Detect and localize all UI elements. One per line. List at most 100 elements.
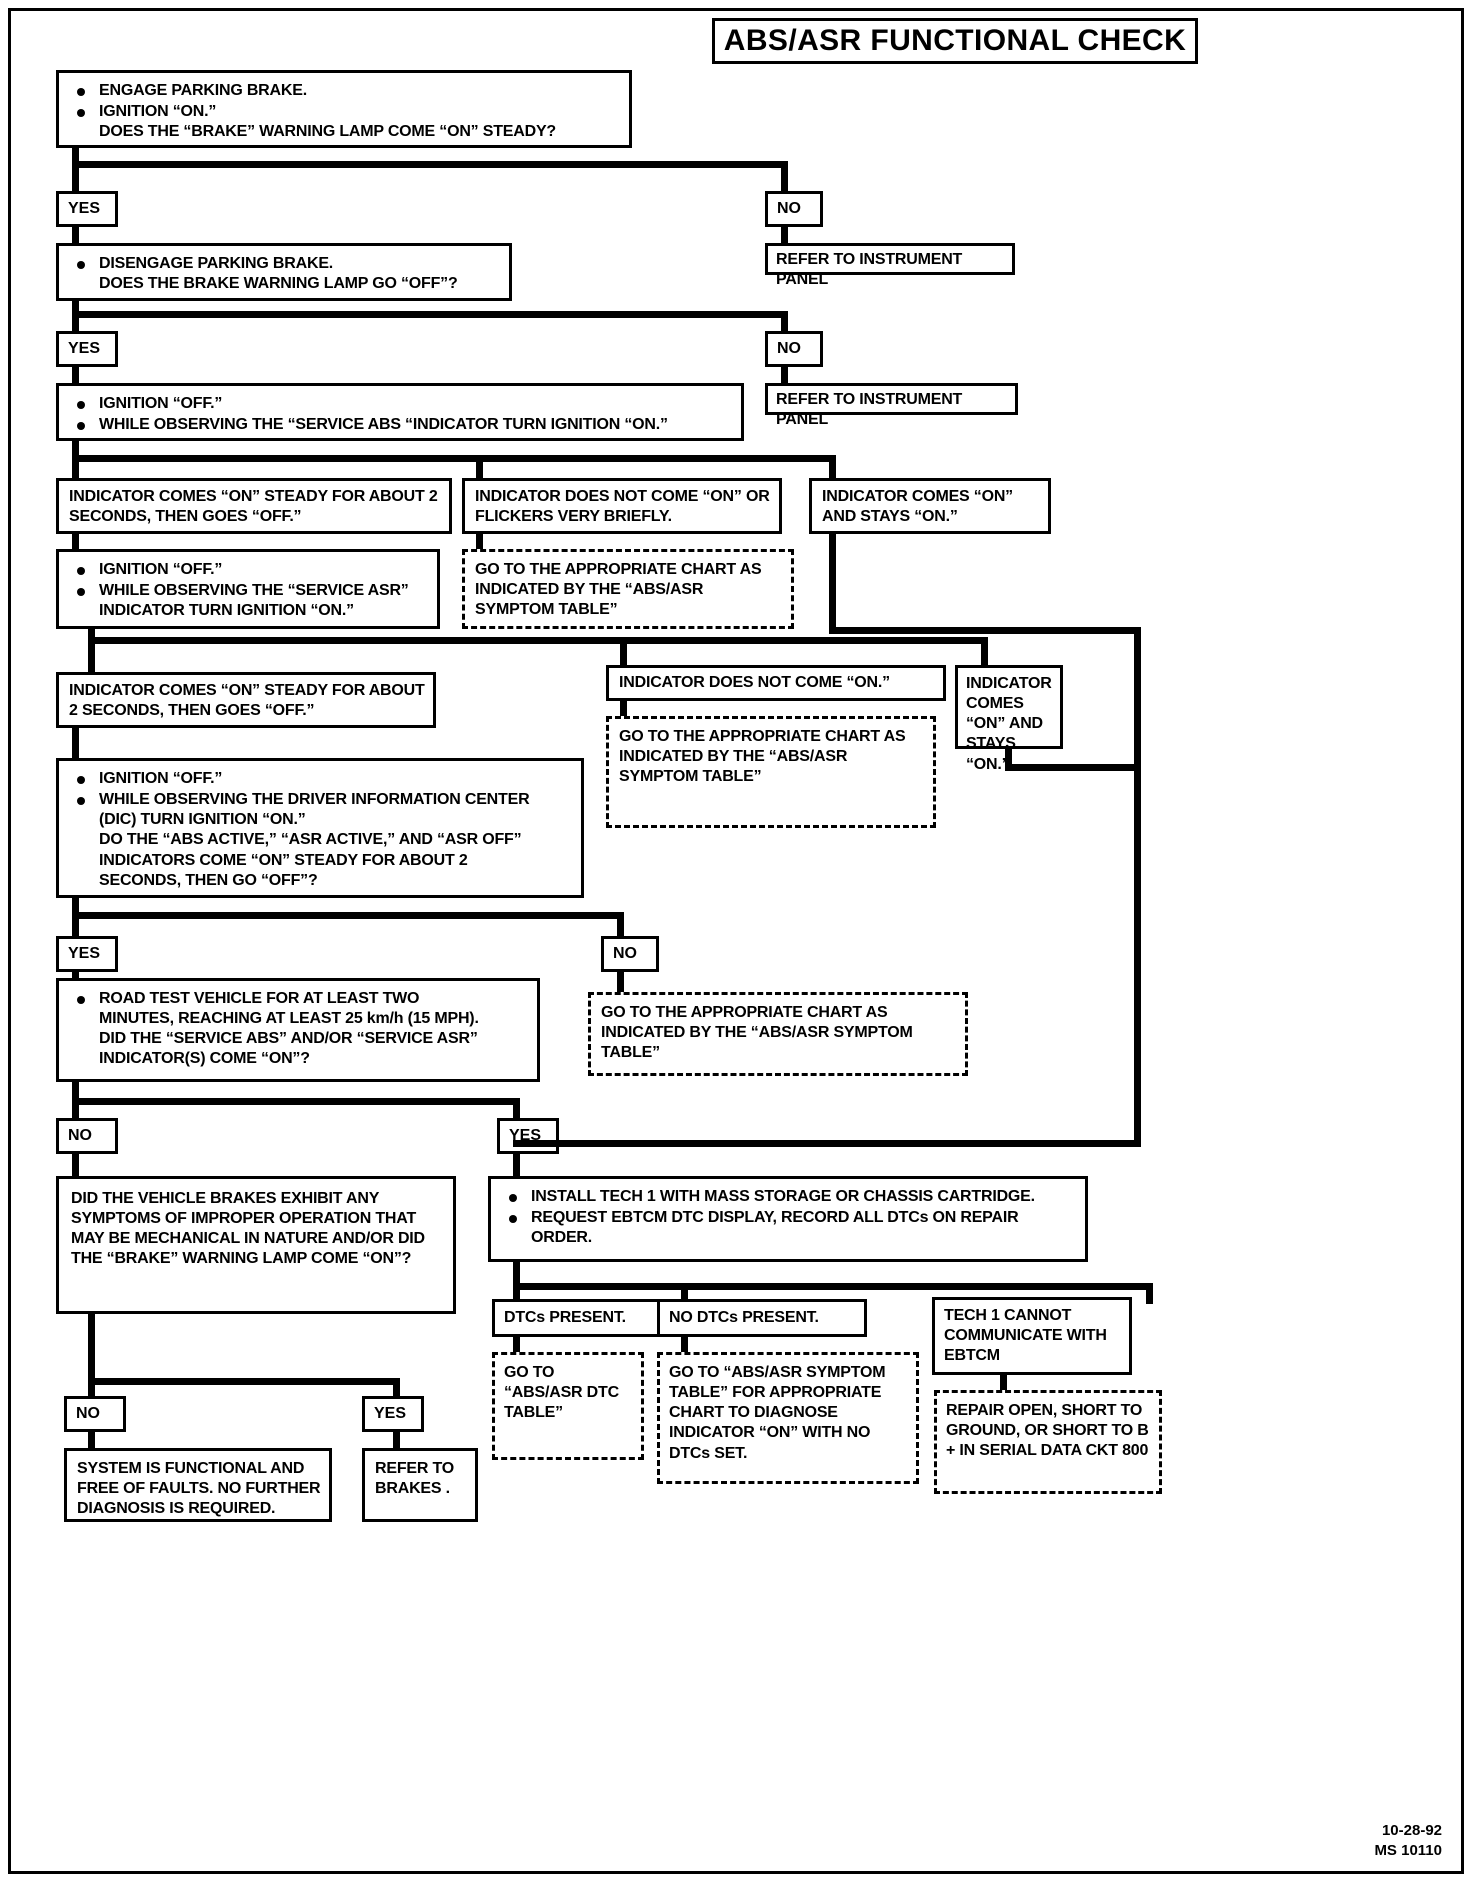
goto-symptom-1-label: GO TO THE APPROPRIATE CHART AS INDICATED… bbox=[475, 561, 762, 619]
tag-yes-7-label: YES bbox=[374, 1405, 407, 1422]
chart-title-box: ABS/ASR FUNCTIONAL CHECK bbox=[712, 18, 1198, 64]
step2-line-1-text: DISENGAGE PARKING BRAKE. bbox=[99, 255, 334, 272]
tag-yes-1: YES bbox=[56, 191, 118, 227]
connector-v bbox=[72, 534, 79, 552]
result-asr-indicator-ok: INDICATOR COMES “ON” STEADY FOR ABOUT 2 … bbox=[56, 672, 436, 728]
goto-symptom-table-1: GO TO THE APPROPRIATE CHART AS INDICATED… bbox=[462, 549, 794, 629]
connector-v bbox=[781, 227, 788, 245]
step-road-test-vehicle: ROAD TEST VEHICLE FOR AT LEAST TWO MINUT… bbox=[56, 978, 540, 1082]
connector-v bbox=[781, 161, 788, 191]
connector-v bbox=[513, 1337, 520, 1355]
question-vehicle-brakes-symptoms: DID THE VEHICLE BRAKES EXHIBIT ANY SYMPT… bbox=[56, 1176, 456, 1314]
step-install-tech1: INSTALL TECH 1 WITH MASS STORAGE OR CHAS… bbox=[488, 1176, 1088, 1262]
result-system-functional: SYSTEM IS FUNCTIONAL AND FREE OF FAULTS.… bbox=[64, 1448, 332, 1522]
no-dtcs-present-label: NO DTCs PRESENT. bbox=[669, 1309, 819, 1326]
connector-h bbox=[72, 1098, 520, 1105]
result-asr-none-label: INDICATOR DOES NOT COME “ON.” bbox=[619, 674, 890, 691]
connector-v bbox=[72, 898, 79, 940]
repair-open-label: REPAIR OPEN, SHORT TO GROUND, OR SHORT T… bbox=[946, 1402, 1149, 1460]
connector-v bbox=[513, 1098, 520, 1122]
page-border bbox=[8, 8, 1464, 1874]
tag-yes-5-label: YES bbox=[68, 945, 101, 962]
step4-line-2: WHILE OBSERVING THE “SERVICE ASR” INDICA… bbox=[71, 581, 427, 621]
refer-instrument-panel-2: REFER TO INSTRUMENT PANEL bbox=[765, 383, 1018, 428]
footer-code: MS 10110 bbox=[1374, 1841, 1442, 1859]
connector-v bbox=[88, 629, 95, 679]
tech1-nocomm-label: TECH 1 CANNOT COMMUNICATE WITH EBTCM bbox=[944, 1307, 1107, 1365]
tag-yes-5: YES bbox=[56, 936, 118, 972]
step5-line-5: INDICATORS COME “ON” STEADY FOR ABOUT 2 bbox=[99, 851, 468, 869]
step5-line-1: IGNITION “OFF.” bbox=[71, 769, 571, 789]
connector-v bbox=[393, 1432, 400, 1452]
tag-no-6: NO bbox=[56, 1118, 118, 1154]
goto-dtc-table-label: GO TO “ABS/ASR DTC TABLE” bbox=[504, 1364, 619, 1422]
step3-line-1: IGNITION “OFF.” bbox=[71, 394, 731, 414]
connector-v bbox=[781, 311, 788, 337]
result-no-dtcs-present: NO DTCs PRESENT. bbox=[657, 1299, 867, 1337]
tech1-line-1: INSTALL TECH 1 WITH MASS STORAGE OR CHAS… bbox=[503, 1187, 1075, 1207]
connector-v bbox=[1005, 749, 1012, 771]
connector-v bbox=[88, 1314, 95, 1386]
step-service-asr-indicator: IGNITION “OFF.” WHILE OBSERVING THE “SER… bbox=[56, 549, 440, 629]
tag-no-2: NO bbox=[765, 331, 823, 367]
step1-line-2: IGNITION “ON.” DOES THE “BRAKE” WARNING … bbox=[71, 102, 619, 142]
connector-v bbox=[513, 1154, 520, 1178]
connector-v bbox=[620, 701, 627, 719]
tech1-line-3: ORDER. bbox=[531, 1229, 593, 1247]
connector-v bbox=[72, 1154, 79, 1178]
result-tech1-cannot-communicate: TECH 1 CANNOT COMMUNICATE WITH EBTCM bbox=[932, 1297, 1132, 1375]
connector-v bbox=[72, 148, 79, 191]
step-service-abs-indicator: IGNITION “OFF.” WHILE OBSERVING THE “SER… bbox=[56, 383, 744, 441]
connector-v bbox=[981, 637, 988, 669]
connector-v bbox=[829, 534, 836, 634]
roadtest-line-3: DID THE “SERVICE ABS” AND/OR “SERVICE AS… bbox=[99, 1030, 478, 1048]
connector-v bbox=[617, 912, 624, 940]
tag-no-5-label: NO bbox=[613, 945, 637, 962]
connector-v bbox=[476, 534, 483, 552]
result-abs-stays-label: INDICATOR COMES “ON” AND STAYS “ON.” bbox=[822, 488, 1013, 526]
connector-v bbox=[617, 972, 624, 994]
connector-v bbox=[72, 227, 79, 245]
roadtest-line-1-text: ROAD TEST VEHICLE FOR AT LEAST TWO bbox=[99, 990, 420, 1007]
result-abs-ok-label: INDICATOR COMES “ON” STEADY FOR ABOUT 2 … bbox=[69, 488, 438, 526]
connector-h bbox=[1005, 764, 1141, 771]
connector-v bbox=[829, 455, 836, 481]
step-engage-parking-brake: ENGAGE PARKING BRAKE. IGNITION “ON.” DOE… bbox=[56, 70, 632, 148]
step1-line-3: DOES THE “BRAKE” WARNING LAMP COME “ON” … bbox=[99, 123, 556, 141]
result-asr-stays-label: INDICATOR COMES “ON” AND STAYS “ON.” bbox=[966, 675, 1052, 773]
result-abs-indicator-none: INDICATOR DOES NOT COME “ON” OR FLICKERS… bbox=[462, 478, 782, 534]
tag-yes-1-label: YES bbox=[68, 200, 101, 217]
connector-v bbox=[681, 1283, 688, 1304]
step2-line-1: DISENGAGE PARKING BRAKE. DOES THE BRAKE … bbox=[71, 254, 499, 294]
brakes-question-label: DID THE VEHICLE BRAKES EXHIBIT ANY SYMPT… bbox=[71, 1190, 425, 1268]
result-asr-indicator-stays-on: INDICATOR COMES “ON” AND STAYS “ON.” bbox=[955, 665, 1063, 773]
chart-title: ABS/ASR FUNCTIONAL CHECK bbox=[723, 24, 1187, 57]
refer-1-label: REFER TO INSTRUMENT PANEL bbox=[776, 251, 963, 289]
step4-line-1: IGNITION “OFF.” bbox=[71, 560, 427, 580]
connector-h bbox=[513, 1140, 1141, 1147]
connector-v bbox=[1000, 1375, 1007, 1395]
connector-h bbox=[513, 1283, 1153, 1290]
goto-symptom-table-2: GO TO THE APPROPRIATE CHART AS INDICATED… bbox=[606, 716, 936, 828]
connector-v bbox=[681, 1337, 688, 1355]
tag-yes-2-label: YES bbox=[68, 340, 101, 357]
footer-date: 10-28-92 bbox=[1381, 1822, 1442, 1839]
connector-v bbox=[72, 367, 79, 385]
footer-block: 10-28-92 MS 10110 bbox=[1374, 1821, 1442, 1860]
step4-line-2-text: WHILE OBSERVING THE “SERVICE ASR” bbox=[99, 582, 409, 600]
step5-line-2: WHILE OBSERVING THE DRIVER INFORMATION C… bbox=[71, 790, 571, 891]
connector-h bbox=[829, 627, 1141, 634]
roadtest-line-1: ROAD TEST VEHICLE FOR AT LEAST TWO MINUT… bbox=[71, 989, 527, 1070]
tag-no-6-label: NO bbox=[68, 1127, 92, 1144]
tag-yes-6: YES bbox=[497, 1118, 559, 1154]
step1-line-1: ENGAGE PARKING BRAKE. bbox=[71, 81, 619, 101]
tag-no-7-label: NO bbox=[76, 1405, 100, 1422]
repair-open-short: REPAIR OPEN, SHORT TO GROUND, OR SHORT T… bbox=[934, 1390, 1162, 1494]
connector-h bbox=[72, 455, 836, 462]
connector-v bbox=[781, 367, 788, 385]
roadtest-line-2: MINUTES, REACHING AT LEAST 25 km/h (15 M… bbox=[99, 1010, 479, 1028]
step-driver-information-center: IGNITION “OFF.” WHILE OBSERVING THE DRIV… bbox=[56, 758, 584, 898]
connector-h bbox=[72, 912, 624, 919]
connector-v bbox=[620, 637, 627, 669]
